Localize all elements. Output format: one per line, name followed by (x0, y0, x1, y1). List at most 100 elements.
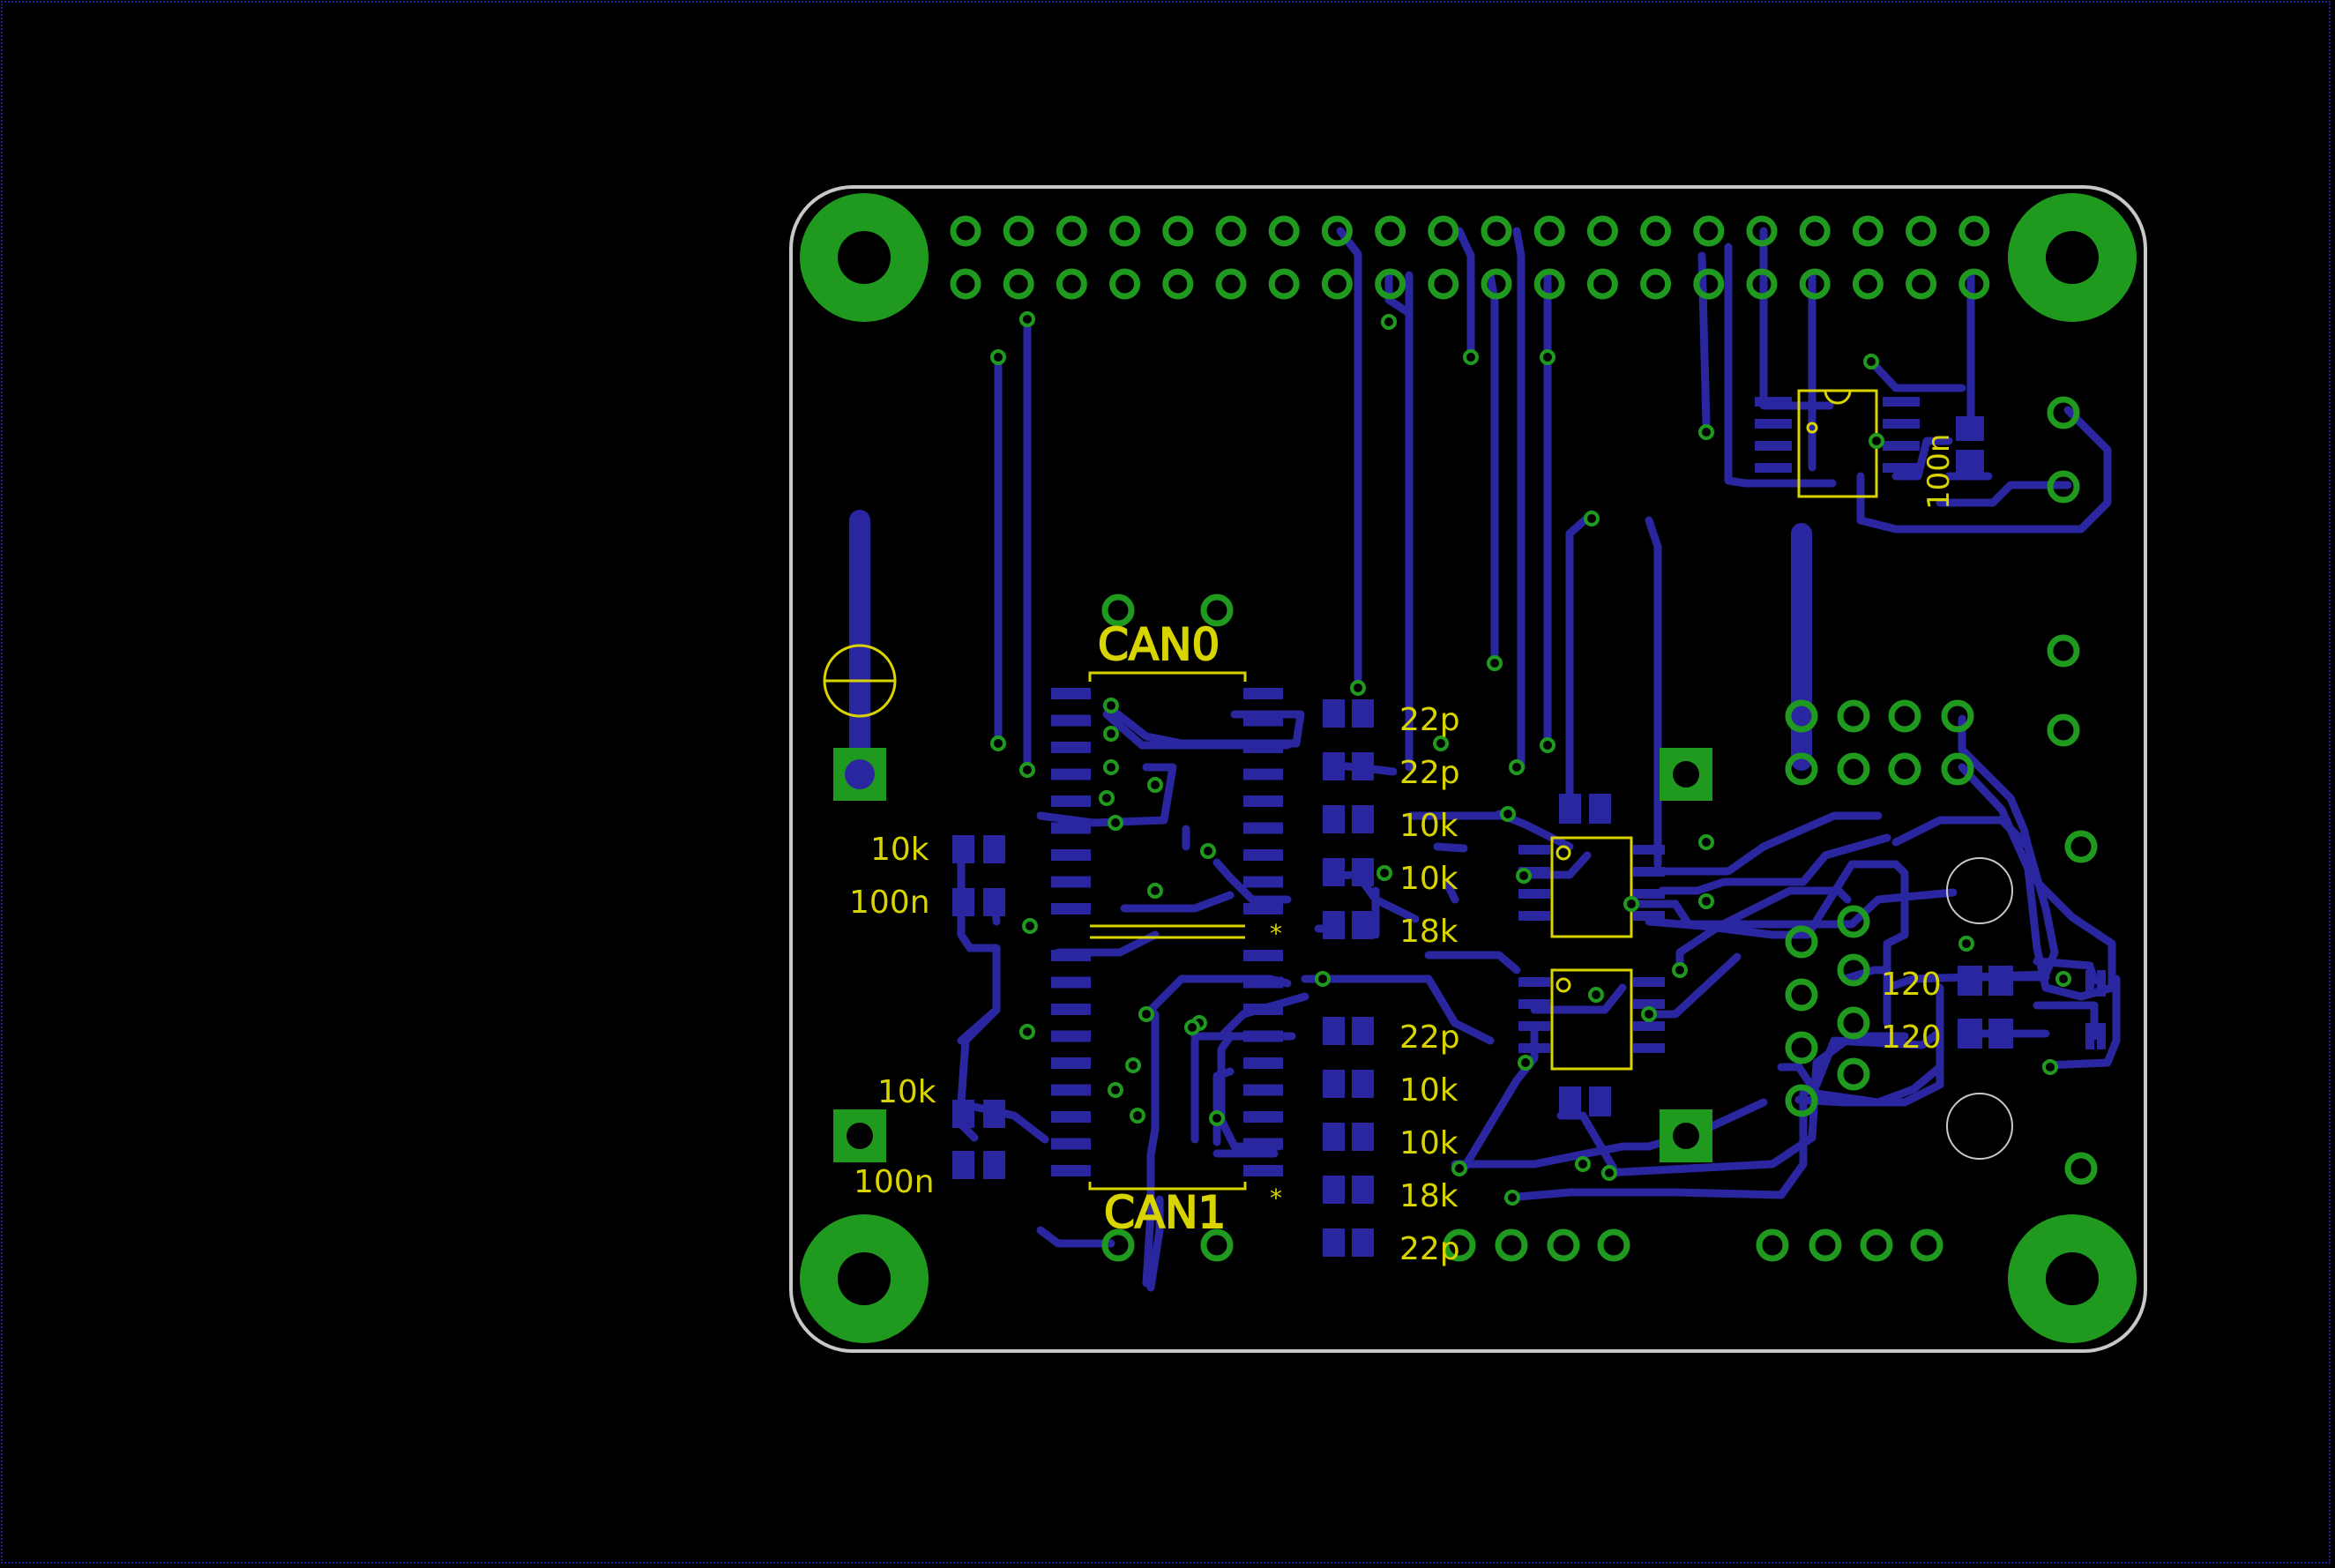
through-hole-pin (1888, 699, 1921, 733)
via-icon (1540, 737, 1555, 753)
via-icon (1108, 1082, 1123, 1098)
smd-pad-icon (1633, 977, 1665, 987)
smd-pad-icon (1633, 867, 1665, 877)
via-icon (1698, 834, 1714, 850)
via-icon (2042, 1059, 2058, 1075)
via-icon (1381, 314, 1397, 330)
through-hole-pin (1200, 1228, 1234, 1262)
header-pin (1056, 215, 1087, 247)
via-icon (1500, 806, 1516, 822)
header-pin (1906, 215, 1937, 247)
label-18k-1: 18k (1399, 914, 1458, 950)
via-icon (1147, 883, 1163, 899)
through-hole-pin (1785, 699, 1818, 733)
header-pin (1268, 215, 1300, 247)
smd-pad-icon (1051, 903, 1091, 915)
mounting-holes (800, 193, 2137, 1343)
through-hole-pin (1888, 752, 1921, 786)
smd-pad-icon (983, 1151, 1005, 1179)
through-hole-pin (1443, 1228, 1476, 1262)
smd-pad-icon (1755, 397, 1792, 407)
smd-pad-icon (1243, 903, 1283, 915)
smd-pad-icon (1988, 1019, 2013, 1049)
label-10k-3: 10k (1399, 1072, 1458, 1109)
header-pin (1268, 268, 1300, 300)
smd-pad-icon (952, 1151, 974, 1179)
via-icon (1623, 896, 1639, 912)
smd-pad-icon (1755, 419, 1792, 429)
via-icon (1463, 349, 1479, 365)
silkscreen-text: CAN0 CAN1 10k 100n 10k 100n 22p 22p 10k … (849, 434, 1957, 1267)
smd-pad-icon (1323, 1228, 1345, 1257)
through-hole-pin (2047, 634, 2080, 668)
through-hole-pin (1756, 1228, 1789, 1262)
smd-pad-icon (1323, 858, 1345, 886)
smd-pad-icon (1518, 845, 1550, 855)
smd-pad-icon (1051, 849, 1091, 861)
smd-pad-icon (952, 1100, 974, 1128)
through-hole-pin (1809, 1228, 1842, 1262)
via-icon (2055, 971, 2071, 987)
smd-pad-icon (1323, 1017, 1345, 1045)
smd-pad-icon (983, 888, 1005, 916)
copper-traces (849, 227, 2121, 1292)
smd-pad-icon (1243, 822, 1283, 834)
header-pin (1375, 268, 1406, 300)
label-22p-2: 22p (1399, 755, 1460, 791)
smd-pad-icon (1051, 768, 1091, 780)
pin1-marker-top: * (1270, 919, 1282, 948)
smd-pad-icon (1323, 752, 1345, 780)
smd-pad-icon (1051, 1111, 1091, 1123)
header-pin (1746, 215, 1778, 247)
via-icon (1125, 1057, 1141, 1073)
through-hole-pin (1101, 1228, 1135, 1262)
smd-pad-icon (1956, 416, 1984, 441)
smd-pad-icon (2097, 1023, 2106, 1049)
via-icon (1698, 424, 1714, 440)
smd-pad-icon (1633, 999, 1665, 1009)
label-10k-2: 10k (1399, 861, 1458, 897)
via-icon (1487, 655, 1503, 671)
label-100n-left-bottom: 100n (854, 1164, 935, 1200)
through-hole-pin (1547, 1228, 1580, 1262)
smd-pad-icon (1243, 876, 1283, 888)
smd-pad-icon (1633, 889, 1665, 899)
via-icon (1509, 759, 1525, 775)
header-pin (1799, 215, 1831, 247)
smd-pad-icon (1633, 911, 1665, 921)
smd-pad-icon (1243, 1030, 1283, 1042)
via-icon (1019, 762, 1035, 778)
smd-pad-icon (1352, 911, 1374, 939)
label-100n-left-top: 100n (849, 885, 930, 921)
smd-pad-icon (983, 1100, 1005, 1128)
label-can0: CAN0 (1098, 619, 1220, 670)
header-pin (1003, 268, 1034, 300)
smd-pad-icon (952, 888, 974, 916)
smd-pad-icon (1633, 845, 1665, 855)
vias (990, 311, 2071, 1206)
via-icon (990, 735, 1006, 751)
through-hole-pin (1860, 1228, 1893, 1262)
header-pin (950, 268, 981, 300)
mounting-hole-icon (2008, 1214, 2137, 1343)
smd-pad-icon (1243, 849, 1283, 861)
smd-pad-icon (1243, 976, 1283, 989)
header-pin (1375, 215, 1406, 247)
smd-pad-icon (1323, 1176, 1345, 1204)
header-pin (1693, 215, 1725, 247)
smd-pad-icon (1518, 1021, 1550, 1031)
smd-pad-icon (1352, 1228, 1374, 1257)
header-pin (1852, 268, 1884, 300)
smd-pad-icon (1352, 752, 1374, 780)
header-pin (1481, 268, 1512, 300)
smd-pad-icon (1243, 1165, 1283, 1176)
through-hole-pin (1837, 1006, 1870, 1040)
through-hole-pin (1200, 594, 1234, 627)
smd-pad-icon (1589, 1086, 1611, 1116)
header-pin (1056, 268, 1087, 300)
smd-pad-icon (1559, 1086, 1581, 1116)
via-icon (1103, 698, 1119, 713)
smd-pad-icon (1883, 463, 1920, 473)
